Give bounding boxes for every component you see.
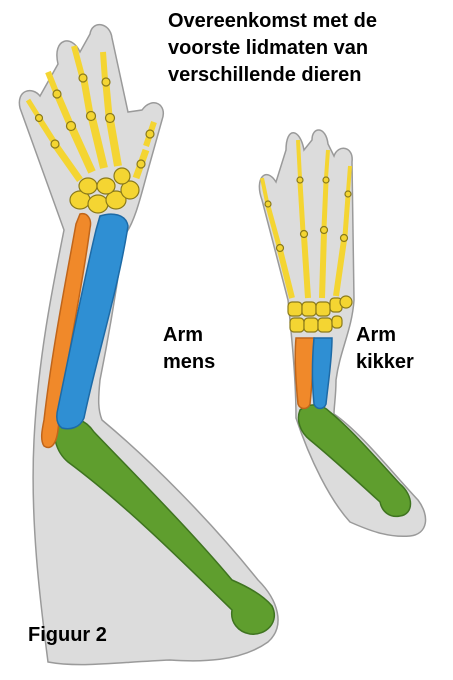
human-arm (19, 25, 278, 665)
label-human-arm: Arm mens (163, 322, 215, 376)
title-line-3: verschillende dieren (168, 62, 448, 89)
title-line-1: Overeenkomst met de (168, 8, 448, 35)
label-frog-arm-line-1: Arm (356, 322, 414, 349)
figure-label: Figuur 2 (28, 624, 107, 647)
diagram-title: Overeenkomst met de voorste lidmaten van… (168, 8, 448, 89)
label-human-arm-line-2: mens (163, 349, 215, 376)
label-human-arm-line-1: Arm (163, 322, 215, 349)
frog-radius (295, 338, 314, 409)
label-frog-arm-line-2: kikker (356, 349, 414, 376)
title-line-2: voorste lidmaten van (168, 35, 448, 62)
label-frog-arm: Arm kikker (356, 322, 414, 376)
